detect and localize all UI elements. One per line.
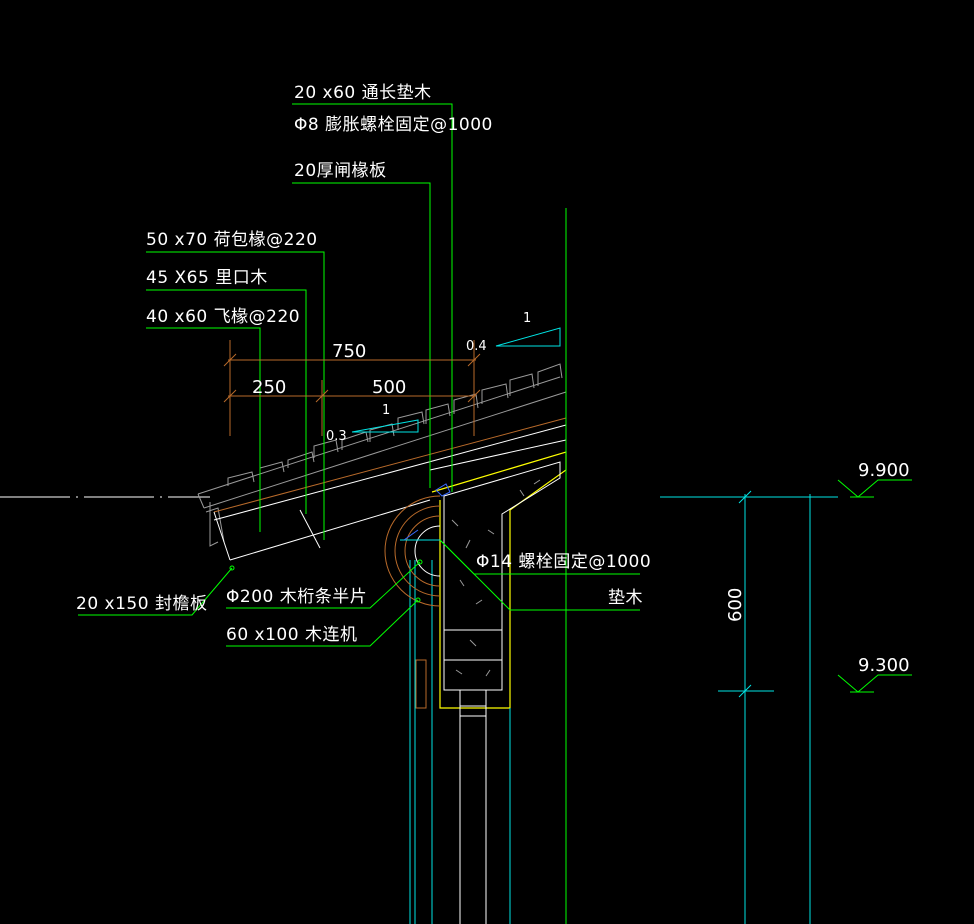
label-rafter50: 50 x70 荷包椽@220 — [146, 230, 318, 250]
slope-indicators — [351, 327, 561, 433]
label-fly: 40 x60 飞椽@220 — [146, 307, 300, 327]
label-limu: 45 X65 里口木 — [146, 268, 268, 288]
elevation-markers — [837, 479, 912, 693]
elevation-top: 9.900 — [858, 460, 910, 481]
elevation-bottom: 9.300 — [858, 655, 910, 676]
dim-250: 250 — [252, 377, 286, 398]
dim-750: 750 — [332, 341, 366, 362]
slope-lower-run: 1 — [382, 403, 390, 418]
label-pad: 垫木 — [608, 588, 643, 608]
label-fascia: 20 x150 封檐板 — [76, 594, 207, 614]
rafters — [213, 417, 567, 561]
label-strip: 20 x60 通长垫木 — [294, 83, 432, 103]
column-lines — [409, 560, 511, 924]
dimension-lines — [223, 340, 481, 436]
leader-lines — [78, 103, 640, 647]
slope-upper-run: 1 — [523, 311, 531, 326]
label-board20: 20厚闸椽板 — [294, 161, 387, 181]
slope-upper-rise: 0.4 — [466, 339, 487, 354]
dim-500: 500 — [372, 377, 406, 398]
label-tie: 60 x100 木连机 — [226, 625, 357, 645]
label-purlin: Φ200 木桁条半片 — [226, 587, 367, 607]
bolt-symbols — [403, 483, 451, 541]
label-bolt14: Φ14 螺栓固定@1000 — [476, 552, 651, 572]
guide-lines — [565, 208, 811, 924]
vertical-dimension — [718, 490, 774, 698]
slope-lower-rise: 0.3 — [326, 429, 347, 444]
label-bolt8: Φ8 膨胀螺栓固定@1000 — [294, 115, 493, 135]
dim-600: 600 — [725, 588, 746, 622]
